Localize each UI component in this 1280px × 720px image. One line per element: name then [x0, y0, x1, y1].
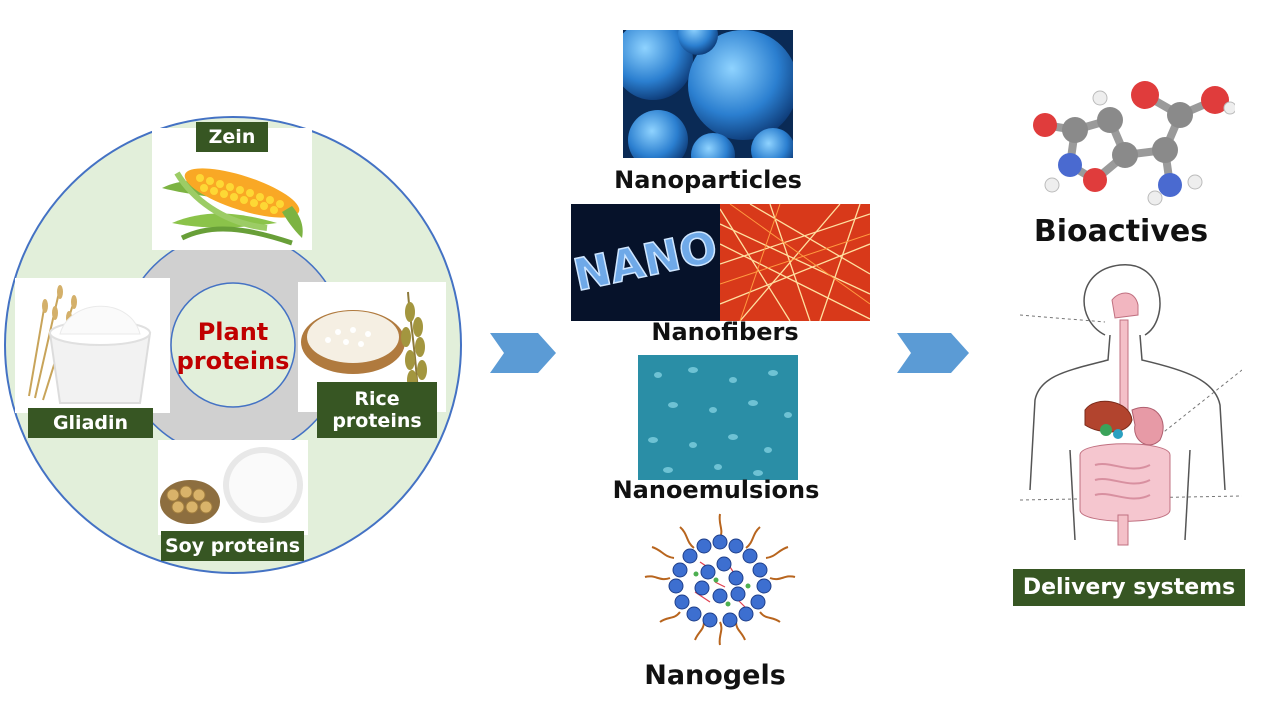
molecule-image	[1020, 70, 1235, 210]
nanogel-network-icon	[644, 513, 796, 646]
nanogels-image	[640, 512, 800, 647]
delivery-systems-label: Delivery systems	[1013, 569, 1245, 606]
nanofibers-image	[720, 204, 870, 321]
center-label: Plant proteins	[171, 318, 295, 376]
nano-word-graphic: NANO	[571, 221, 720, 303]
droplets-icon	[648, 367, 792, 476]
nano-text-image: NANO	[571, 204, 720, 321]
rice-label-line2: proteins	[332, 410, 422, 432]
flour-photo	[15, 278, 170, 413]
nanoparticles-spheres-icon	[623, 30, 793, 158]
corn-icon	[162, 168, 303, 246]
soy-label: Soy proteins	[161, 531, 304, 561]
plant-proteins-diagram	[4, 116, 462, 574]
rice-label: Rice proteins	[317, 382, 437, 438]
nanoemulsions-caption: Nanoemulsions	[612, 476, 820, 504]
digestive-system-image	[1020, 260, 1242, 552]
molecule-ball-stick-icon	[1033, 81, 1235, 206]
soy-photo	[158, 440, 308, 535]
soybeans-icon	[160, 447, 303, 524]
gliadin-label: Gliadin	[28, 408, 153, 438]
human-digestive-system-icon	[1020, 264, 1242, 546]
arrow-right-icon	[490, 333, 556, 373]
zein-label: Zein	[196, 122, 268, 152]
center-label-line2: proteins	[176, 347, 290, 375]
center-label-line1: Plant	[197, 318, 269, 346]
nanoemulsions-image	[638, 355, 798, 480]
nanoparticles-image	[623, 30, 793, 158]
nanoparticles-caption: Nanoparticles	[614, 166, 802, 194]
fibers-icon	[720, 204, 870, 321]
nanofibers-caption: Nanofibers	[651, 318, 799, 346]
rice-bowl-icon	[301, 291, 427, 398]
bioactives-caption: Bioactives	[1033, 214, 1209, 249]
rice-label-line1: Rice	[354, 388, 400, 410]
nanogels-caption: Nanogels	[644, 660, 786, 691]
flour-bowl-icon	[28, 285, 152, 404]
nano-word: NANO	[571, 222, 720, 302]
center-circle	[170, 282, 296, 408]
arrow-right-icon-2	[897, 333, 969, 373]
